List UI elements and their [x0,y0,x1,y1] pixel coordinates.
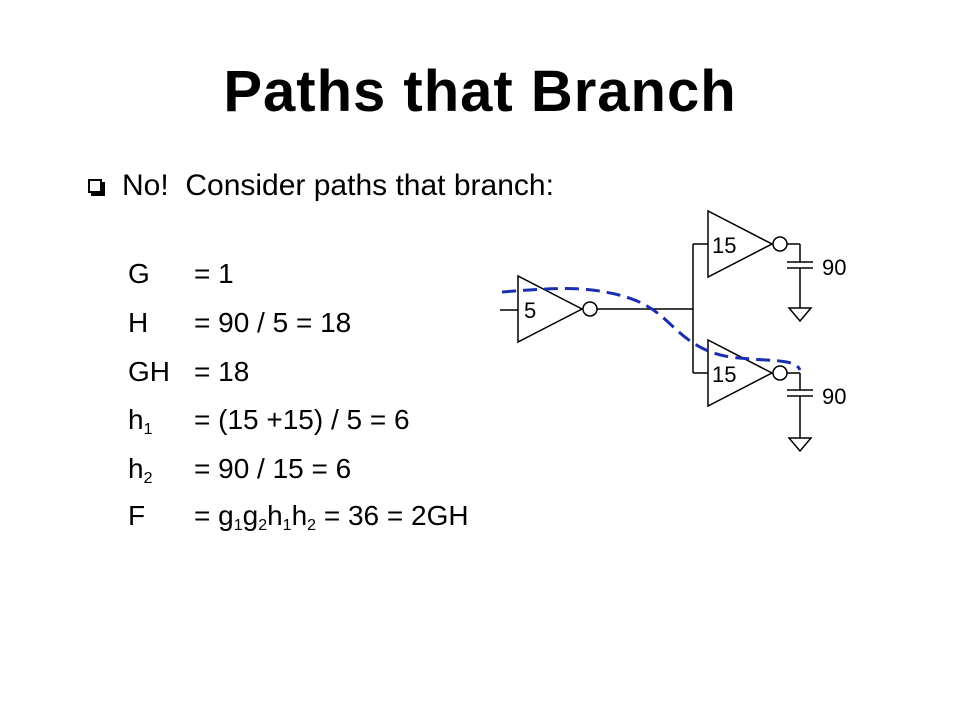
lower-ground-icon [787,437,813,453]
slide-title: Paths that Branch [223,59,737,124]
rhs-subscript: 1 [282,517,292,534]
equation-lhs: h1 [128,404,194,438]
inverter-first-triangle [517,274,584,344]
inverter-upper-bubble [772,236,788,252]
critical-path-highlight [501,287,802,371]
square-bullet-icon [88,179,102,193]
equation-lhs: F [128,500,146,531]
upper-ground-icon [787,307,813,323]
equation-G: G = 1 [128,258,234,298]
equation-h1: h1 = (15 +15) / 5 = 6 [128,404,410,444]
equation-H: H = 90 / 5 = 18 [128,307,351,347]
equation-rhs: = 90 / 5 = 18 [194,307,352,338]
inverter-upper-triangle [707,209,774,279]
lhs-main: h [128,404,144,435]
branching-circuit-diagram: 5 15 15 90 90 [500,209,846,453]
equation-lhs: G [128,258,150,289]
inverter-first-bubble [582,301,598,317]
first-gate-label: 5 [524,298,536,323]
rhs-text: h [267,500,283,531]
equation-rhs: = 1 [194,258,234,289]
upper-gate-label: 15 [712,233,736,258]
rhs-text: = g [194,500,234,531]
upper-load-label: 90 [822,255,846,280]
equation-lhs: H [128,307,149,338]
equation-lhs: GH [128,356,170,387]
equation-h2: h2 = 90 / 15 = 6 [128,453,351,493]
equation-rhs: = (15 +15) / 5 = 6 [194,404,410,435]
lhs-main: h [128,453,144,484]
equation-lhs: h2 [128,453,194,487]
equation-rhs: = g1g2h1h2 = 36 = 2GH [194,500,469,534]
lhs-subscript: 1 [143,421,153,438]
rhs-text: = 36 = 2GH [316,500,469,531]
equation-rhs: = 18 [194,356,250,387]
equation-GH: GH = 18 [128,356,249,396]
equation-F: F = g1g2h1h2 = 36 = 2GH [128,500,469,540]
inverter-lower-bubble [772,365,788,381]
lower-gate-label: 15 [712,362,736,387]
rhs-subscript: 1 [233,517,243,534]
bullet-text: No! Consider paths that branch: [122,169,554,202]
rhs-text: h [291,500,308,531]
lower-load-label: 90 [822,384,846,409]
rhs-subscript: 2 [307,517,317,534]
lhs-subscript: 2 [143,470,153,487]
rhs-subscript: 2 [258,517,268,534]
rhs-text: g [242,500,259,531]
bullet-item: No! Consider paths that branch: [88,164,554,208]
equation-rhs: = 90 / 15 = 6 [194,453,352,484]
